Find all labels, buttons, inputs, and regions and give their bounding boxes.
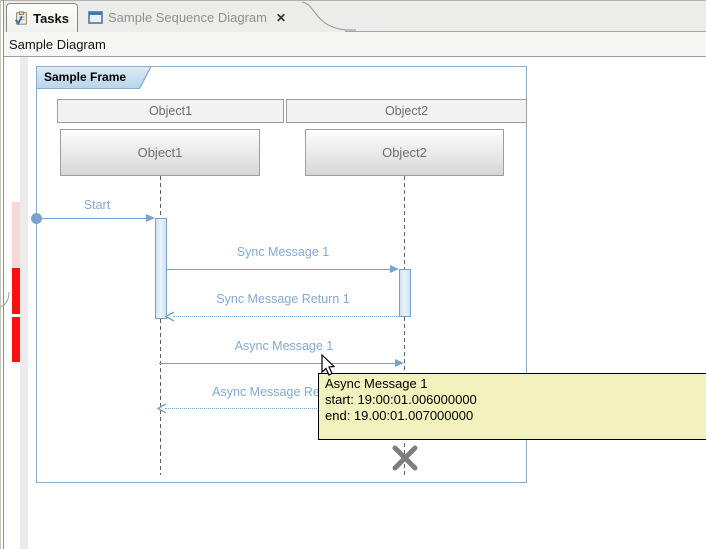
lifeline-object1[interactable] <box>160 176 161 218</box>
column-header-object2[interactable]: Object2 <box>286 99 527 123</box>
message-sync1-line[interactable] <box>167 269 391 270</box>
sequence-diagram-frame: Sample Frame Object1 Object2 Object1 Obj… <box>31 66 527 483</box>
view-toolbar: Sample Diagram <box>4 32 706 57</box>
message-async-return1-arrowhead-icon <box>157 403 167 414</box>
message-async1-line[interactable] <box>159 363 395 364</box>
view-corner-arc <box>0 292 10 308</box>
message-tooltip: Async Message 1 start: 19:00:01.00600000… <box>318 373 706 440</box>
message-sync-return1-arrowhead-icon <box>165 311 175 322</box>
message-start-line[interactable] <box>38 218 147 219</box>
view-title: Sample Diagram <box>9 36 106 52</box>
frame-title-label: Sample Frame <box>37 67 150 88</box>
tab-area-baseline <box>345 31 706 32</box>
stop-marker-icon[interactable] <box>392 445 418 471</box>
message-async-return1-line[interactable] <box>165 408 405 409</box>
tab-tasks[interactable]: Tasks <box>6 3 78 32</box>
tab-sample-sequence-diagram[interactable]: Sample Sequence Diagram ✕ <box>84 3 300 32</box>
frame-title-tag[interactable]: Sample Frame <box>36 66 152 89</box>
overview-ruler <box>20 57 28 549</box>
tab-sequence-diagram-label: Sample Sequence Diagram <box>108 10 267 25</box>
lifeline-object2[interactable] <box>404 176 405 269</box>
window-left-edge <box>0 0 1 549</box>
tooltip-title: Async Message 1 <box>325 376 428 391</box>
message-async-return1-label[interactable]: Async Message Return 1 <box>212 385 352 399</box>
overview-marker-red-1[interactable] <box>12 268 20 314</box>
tooltip-start-time: start: 19:00:01.006000000 <box>325 392 477 407</box>
message-start-arrowhead-icon <box>146 214 155 222</box>
message-async1-arrowhead-icon <box>395 359 404 367</box>
lifeline-object1[interactable] <box>160 319 161 475</box>
overview-marker-pink[interactable] <box>12 202 20 268</box>
column-header-object1[interactable]: Object1 <box>57 99 284 123</box>
message-sync-return1-label[interactable]: Sync Message Return 1 <box>216 292 350 306</box>
editor-tab-bar: Tasks Sample Sequence Diagram ✕ <box>4 1 706 32</box>
tab-tasks-label: Tasks <box>33 10 69 26</box>
execution-occurrence-object1[interactable] <box>155 218 167 319</box>
overview-marker-red-2[interactable] <box>12 317 20 362</box>
message-sync1-arrowhead-icon <box>390 265 399 273</box>
window-left-edge-inner <box>3 0 4 549</box>
found-message-circle <box>31 213 42 224</box>
message-sync-return1-line[interactable] <box>173 316 399 317</box>
mouse-cursor-icon <box>321 354 336 376</box>
tooltip-end-time: end: 19.00:01.007000000 <box>325 408 474 423</box>
message-start-label[interactable]: Start <box>83 198 111 212</box>
message-sync1-label[interactable]: Sync Message 1 <box>236 245 330 259</box>
lifeline-head-object2[interactable]: Object2 <box>305 129 504 176</box>
tasks-icon <box>14 11 27 26</box>
sequence-diagram-icon <box>88 11 103 24</box>
message-async1-label[interactable]: Async Message 1 <box>234 339 334 353</box>
lifeline-head-object1[interactable]: Object1 <box>60 129 260 176</box>
execution-occurrence-object2[interactable] <box>399 269 411 317</box>
window-top-edge <box>0 0 706 1</box>
tab-close-icon[interactable]: ✕ <box>275 10 287 25</box>
tab-curve-edge <box>301 1 356 31</box>
